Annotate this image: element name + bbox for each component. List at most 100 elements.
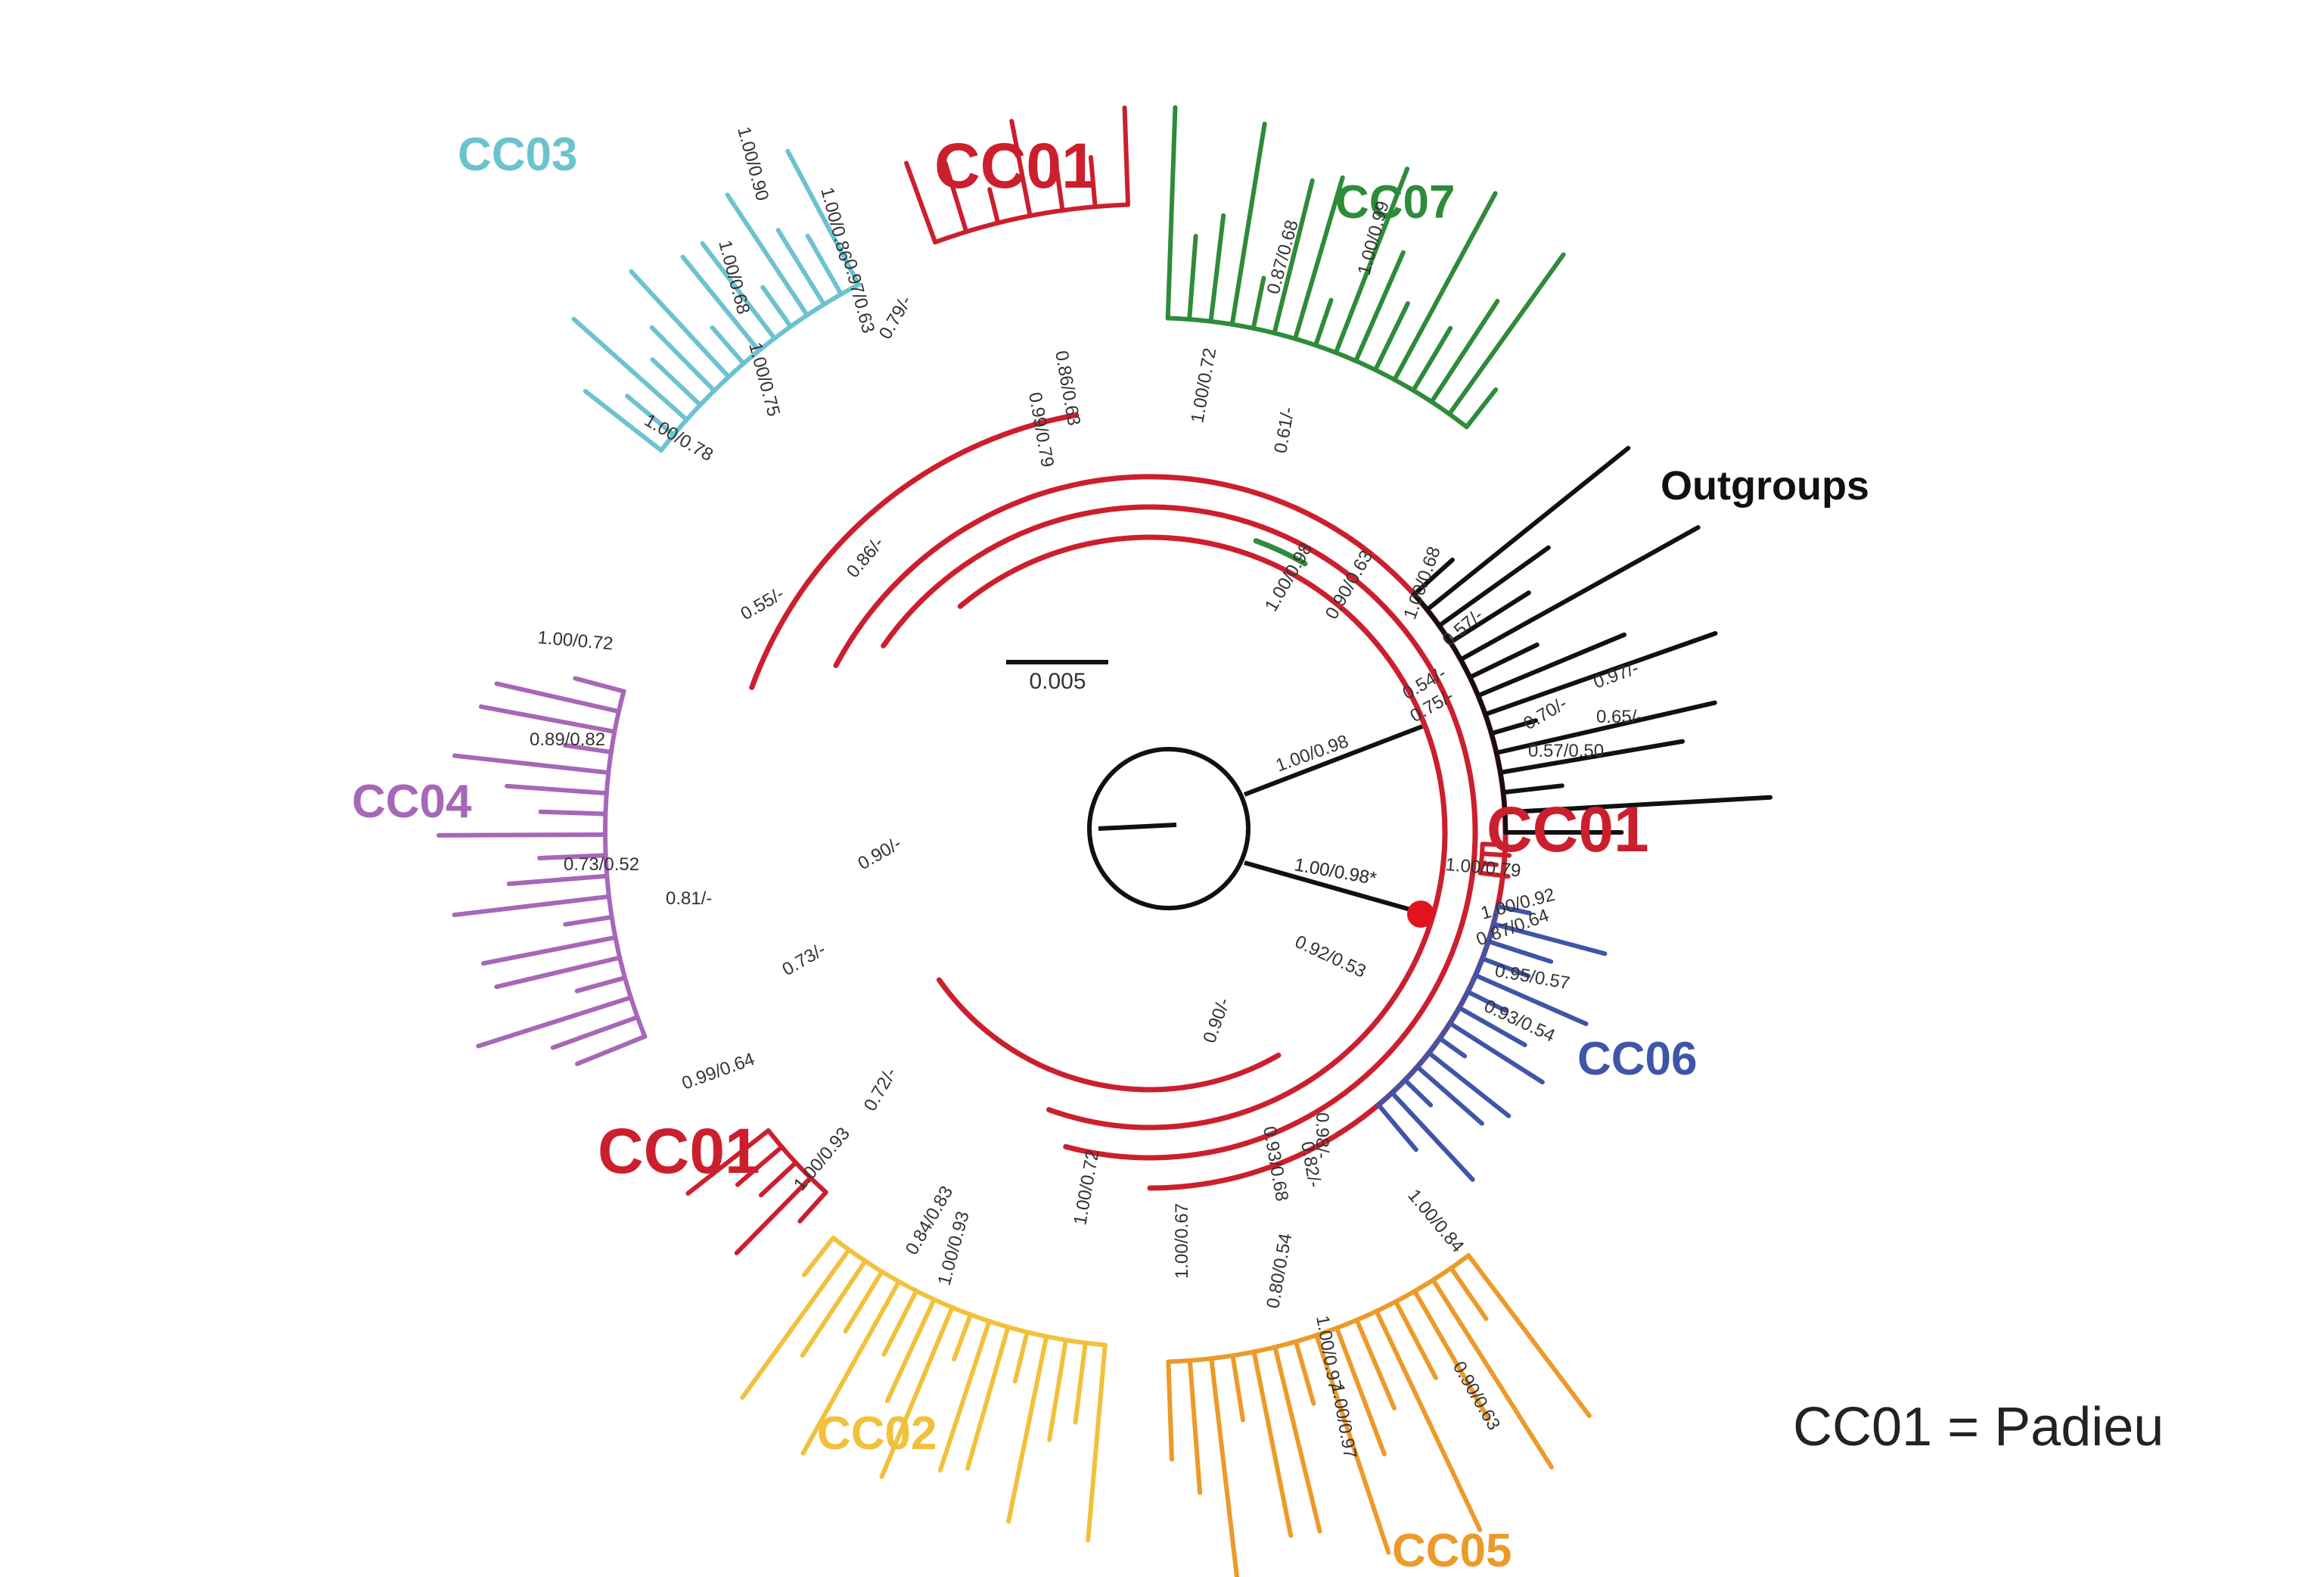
cc06-fan-tip	[1486, 939, 1554, 964]
outgroup-stem	[1243, 724, 1424, 797]
cc07-fan-tip	[1392, 191, 1498, 382]
cc07-fan-tip	[1165, 104, 1178, 321]
cc05-fan-tip	[1166, 1359, 1174, 1462]
cc03-fan-tip	[583, 389, 663, 453]
clade-label-cc03: CC03	[458, 129, 578, 181]
ingroup-stem	[1244, 860, 1419, 914]
cc06-fan-tip	[1491, 922, 1608, 956]
cc07-fan-tip	[1208, 213, 1226, 324]
cc01-node-marker	[1407, 900, 1434, 928]
cc02-fan-tip	[937, 1318, 992, 1473]
outgroup-fan-tip	[1498, 739, 1686, 775]
cc05-fan-tip	[1431, 1277, 1554, 1470]
cc06-fan-tip	[1376, 1103, 1418, 1152]
support-value: 0.87/0.68	[1263, 218, 1303, 297]
support-value: 1.00/0.67	[1172, 1203, 1192, 1279]
support-value: 0.98/-	[1312, 1112, 1332, 1159]
cc01-top-fan-tip	[904, 160, 938, 245]
cc04-fan-tip	[506, 873, 610, 886]
backbone-arc-inner	[957, 534, 1448, 1131]
cc04-fan-tip	[574, 1034, 648, 1066]
cc01-bottom-fan-tip	[797, 1190, 828, 1224]
cc05-fan-tip	[1393, 1299, 1438, 1380]
support-value: 0.73/0.52	[564, 854, 639, 875]
cc07-fan-tip	[1333, 166, 1410, 356]
outgroup-fan-tip	[1425, 446, 1631, 612]
cc04-fan-tip	[494, 681, 621, 714]
cc01-bottom-fan-tip	[758, 1160, 798, 1198]
cc04-fan-tip	[478, 704, 617, 734]
cc04-fan-tip	[562, 742, 614, 754]
cc02-fan-tip	[1012, 1330, 1030, 1384]
support-value: 0.92/0.53	[1291, 932, 1369, 982]
outgroup-fan-tip	[1502, 795, 1773, 815]
outgroup-fan-tip	[1489, 718, 1539, 736]
clade-label-cc01-right: CC01	[1487, 794, 1649, 865]
support-value: 0.90/-	[1199, 995, 1234, 1046]
cc03-fan-tip	[650, 357, 703, 408]
cc04-fan-tip	[538, 809, 608, 816]
cc07-fan-tip	[1411, 325, 1453, 393]
clade-label-cc05: CC05	[1392, 1525, 1512, 1577]
cc01-right-fan-tip	[1477, 870, 1511, 879]
cc07-fan-tip	[1229, 121, 1267, 327]
root-stem	[1098, 823, 1177, 831]
outgroup-fan-tip	[1467, 642, 1539, 680]
cc07-fan-tip	[1446, 252, 1566, 417]
clade-label-cc06: CC06	[1577, 1033, 1698, 1085]
cc01-bottom-fan-tip	[685, 1128, 771, 1196]
cc01-right-fan-tip	[1479, 860, 1499, 867]
clade-label-cc02: CC02	[817, 1407, 937, 1460]
support-value: 1.00/0.93	[790, 1124, 854, 1195]
support-value: 0.55/-	[738, 583, 788, 624]
cc02-fan-tip	[952, 1312, 973, 1362]
cc06-fan-tip	[1465, 989, 1508, 1013]
support-value: 1.00/0.78	[641, 410, 716, 465]
support-value: 1.00/0.72	[536, 627, 614, 655]
outgroup-fan-tip	[1501, 783, 1564, 795]
outgroup-fan-arc	[1412, 592, 1508, 835]
cc05-fan-tip	[1187, 1358, 1203, 1495]
cc03-fan-tip	[700, 241, 777, 341]
cc02-fan-tip	[843, 1269, 884, 1334]
cc06-fan-tip	[1456, 1005, 1527, 1047]
support-value: 0.99/0.79	[1024, 390, 1058, 468]
cc03-fan-tip	[785, 148, 862, 287]
clade-label-cc04: CC04	[352, 776, 472, 828]
cc05-fan-tip	[1272, 1345, 1322, 1534]
cc05-fan-tip	[1251, 1349, 1294, 1538]
outgroup-fan-tip	[1494, 700, 1717, 755]
cc04-fan-tip	[574, 975, 628, 994]
cc04-fan-tip	[452, 753, 611, 776]
outgroup-fan-tip	[1475, 632, 1626, 698]
clade-label-outgroups: Outgroups	[1661, 463, 1869, 509]
scale-bar-label: 0.005	[1029, 669, 1086, 694]
support-value: 0.73/-	[779, 939, 830, 980]
cc06-fan-tip	[1480, 956, 1531, 978]
cc03-fan-tip	[725, 192, 809, 318]
cc02-fan-tip	[802, 1235, 836, 1277]
support-value: 1.00/0.90	[733, 125, 772, 204]
cc05-fan-tip	[1230, 1353, 1245, 1423]
cc03-fan-tip	[710, 325, 746, 366]
legend-note: CC01 = Padieu	[1793, 1397, 2164, 1457]
cc03-fan-tip	[760, 285, 794, 329]
cc06-fan-tip	[1447, 1021, 1545, 1085]
support-value: 1.00/0.97	[1327, 1382, 1360, 1460]
outgroup-fan-tip	[1483, 631, 1718, 717]
support-value: 0.93/0.68	[1259, 1124, 1292, 1202]
cc02-fan-tip	[884, 1297, 937, 1404]
cc06-fan-tip	[1495, 904, 1533, 916]
cc06-fan-tip	[1415, 1064, 1484, 1126]
cc01-top-fan-tip	[943, 160, 969, 235]
support-value: 0.81/-	[666, 888, 712, 909]
cc04-fan-tip	[550, 1015, 640, 1050]
outgroup-fan-tip	[1448, 590, 1531, 645]
cc07-fan-tip	[1373, 300, 1410, 372]
cc02-fan-tip	[879, 1305, 955, 1479]
root-loop	[1087, 747, 1251, 910]
clade-label-cc01-bottom: CC01	[598, 1115, 760, 1187]
cc02-fan-tip	[1073, 1340, 1088, 1425]
cc02-fan-tip	[1006, 1334, 1049, 1524]
cc01-top-fan-tip	[1122, 105, 1131, 207]
